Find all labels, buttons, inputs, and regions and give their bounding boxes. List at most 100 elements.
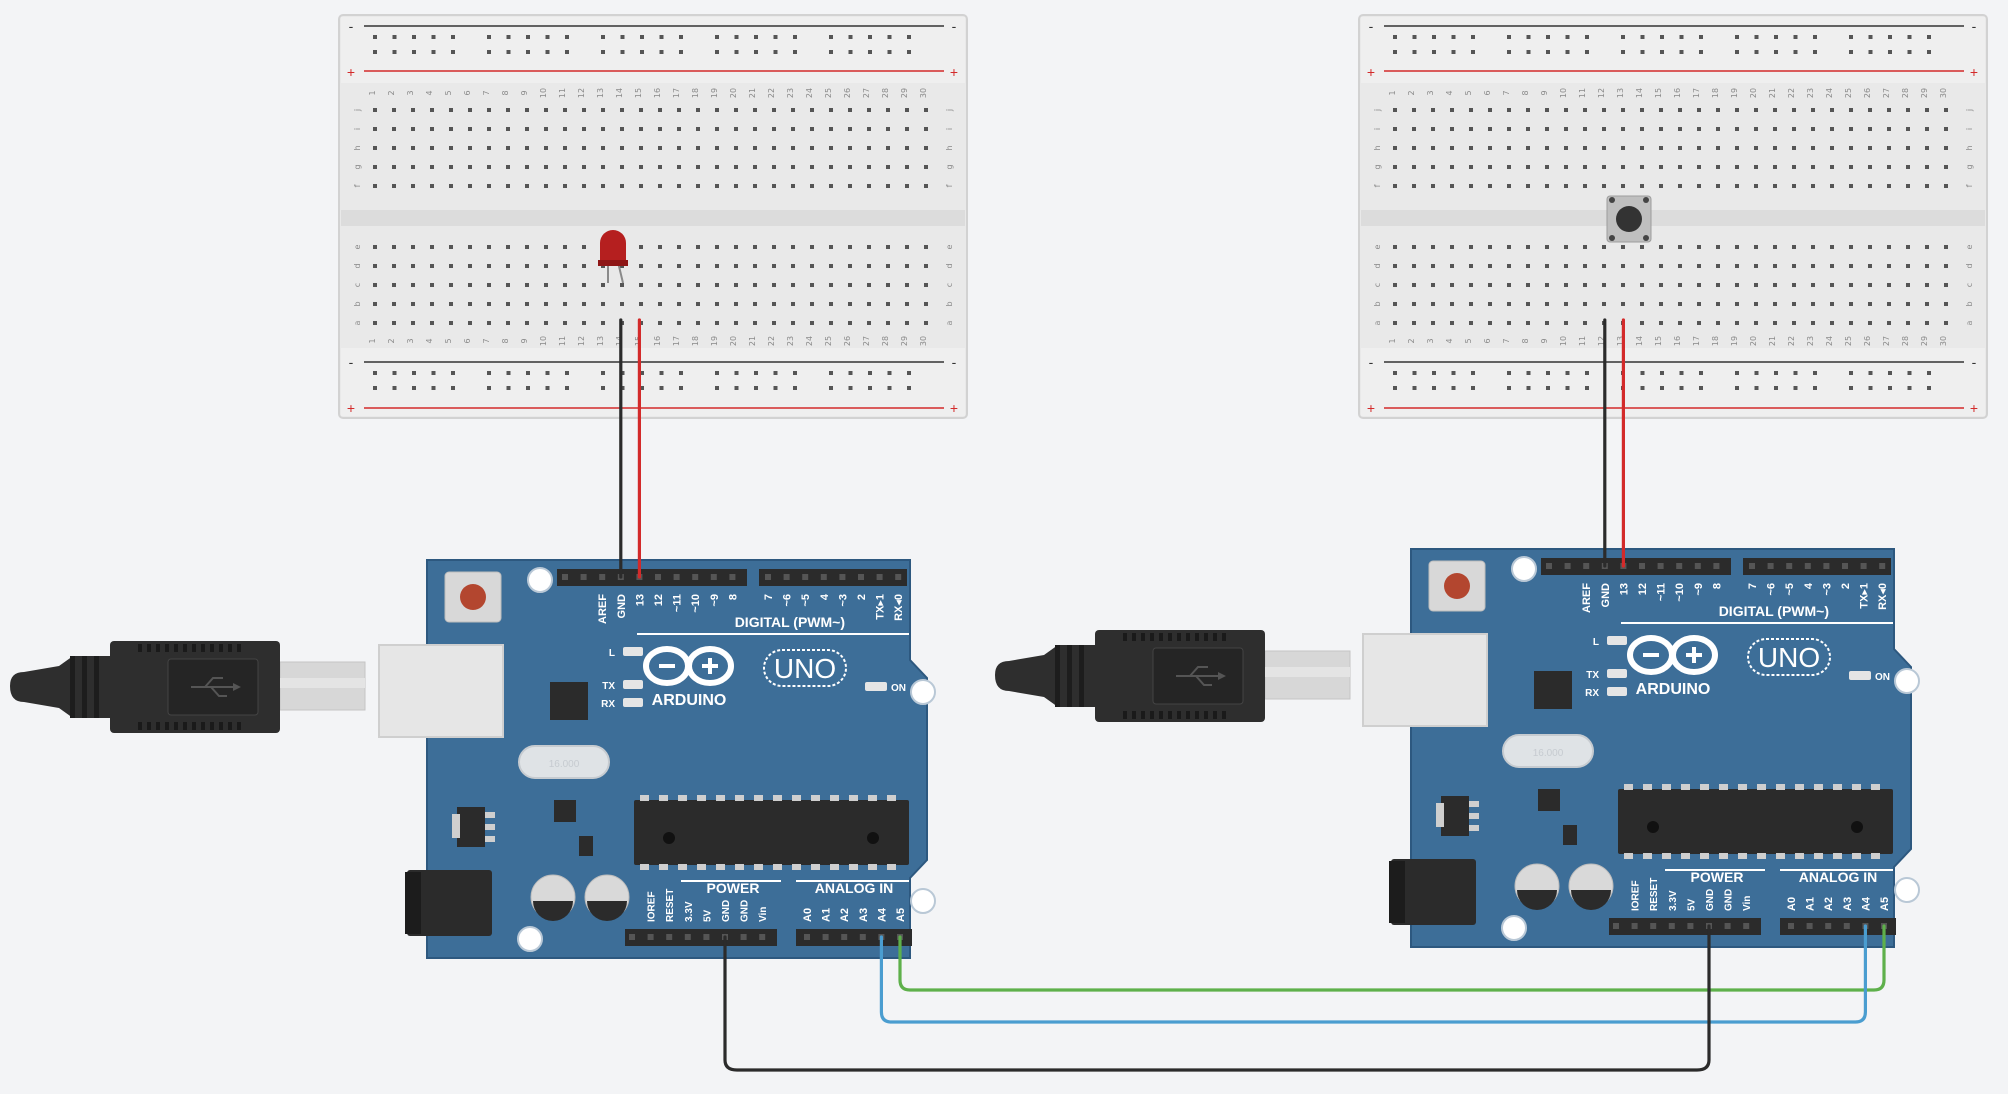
rail-hole[interactable] bbox=[506, 386, 511, 390]
terminal-hole[interactable] bbox=[810, 127, 814, 131]
terminal-hole[interactable] bbox=[1431, 321, 1435, 325]
terminal-hole[interactable] bbox=[1640, 184, 1644, 188]
header-pin[interactable] bbox=[1879, 563, 1886, 569]
terminal-hole[interactable] bbox=[1925, 245, 1929, 249]
terminal-hole[interactable] bbox=[1488, 264, 1492, 268]
rail-hole[interactable] bbox=[526, 386, 530, 390]
rail-hole[interactable] bbox=[565, 50, 569, 54]
rail-hole[interactable] bbox=[1679, 35, 1684, 39]
rail-hole[interactable] bbox=[868, 386, 872, 390]
terminal-hole[interactable] bbox=[1621, 302, 1625, 306]
terminal-hole[interactable] bbox=[1735, 108, 1739, 112]
rail-hole[interactable] bbox=[1849, 35, 1853, 39]
terminal-hole[interactable] bbox=[1583, 264, 1587, 268]
terminal-hole[interactable] bbox=[677, 321, 681, 325]
rail-hole[interactable] bbox=[1735, 386, 1739, 390]
rail-hole[interactable] bbox=[829, 386, 833, 390]
terminal-hole[interactable] bbox=[848, 283, 852, 287]
rail-hole[interactable] bbox=[545, 50, 550, 54]
terminal-hole[interactable] bbox=[1716, 108, 1720, 112]
terminal-hole[interactable] bbox=[905, 264, 909, 268]
terminal-hole[interactable] bbox=[563, 283, 567, 287]
terminal-hole[interactable] bbox=[1697, 264, 1701, 268]
breadboard-left[interactable]: ----++++11223344556677889910101111121213… bbox=[338, 14, 968, 419]
terminal-hole[interactable] bbox=[1830, 245, 1834, 249]
rail-hole[interactable] bbox=[1526, 386, 1531, 390]
terminal-hole[interactable] bbox=[753, 321, 757, 325]
terminal-hole[interactable] bbox=[1868, 245, 1872, 249]
wire-sda[interactable] bbox=[879, 924, 1867, 1024]
terminal-hole[interactable] bbox=[468, 264, 472, 268]
rail-hole[interactable] bbox=[793, 50, 797, 54]
terminal-hole[interactable] bbox=[1716, 302, 1720, 306]
terminal-hole[interactable] bbox=[1849, 321, 1853, 325]
terminal-hole[interactable] bbox=[1792, 108, 1796, 112]
terminal-hole[interactable] bbox=[1868, 321, 1872, 325]
terminal-hole[interactable] bbox=[1621, 165, 1625, 169]
terminal-hole[interactable] bbox=[734, 302, 738, 306]
terminal-hole[interactable] bbox=[1868, 302, 1872, 306]
header-pin[interactable] bbox=[580, 574, 587, 580]
rail-hole[interactable] bbox=[715, 386, 719, 390]
rail-hole[interactable] bbox=[545, 386, 550, 390]
terminal-hole[interactable] bbox=[696, 127, 700, 131]
terminal-hole[interactable] bbox=[582, 108, 586, 112]
terminal-hole[interactable] bbox=[753, 302, 757, 306]
terminal-hole[interactable] bbox=[1507, 302, 1511, 306]
rail-hole[interactable] bbox=[1660, 50, 1664, 54]
rail-hole[interactable] bbox=[887, 35, 892, 39]
terminal-hole[interactable] bbox=[1887, 165, 1891, 169]
header-pin[interactable] bbox=[1564, 563, 1571, 569]
rail-hole[interactable] bbox=[1679, 371, 1684, 375]
terminal-hole[interactable] bbox=[1887, 321, 1891, 325]
terminal-hole[interactable] bbox=[829, 108, 833, 112]
rail-hole[interactable] bbox=[601, 50, 605, 54]
rail-hole[interactable] bbox=[1546, 386, 1550, 390]
rail-hole[interactable] bbox=[1640, 371, 1645, 375]
rail-hole[interactable] bbox=[1888, 35, 1892, 39]
terminal-hole[interactable] bbox=[1887, 146, 1891, 150]
rail-hole[interactable] bbox=[773, 35, 778, 39]
rail-hole[interactable] bbox=[487, 35, 491, 39]
rail-hole[interactable] bbox=[754, 371, 758, 375]
terminal-hole[interactable] bbox=[1773, 302, 1777, 306]
rail-hole[interactable] bbox=[412, 386, 416, 390]
terminal-hole[interactable] bbox=[601, 108, 605, 112]
header-pin[interactable] bbox=[1860, 563, 1867, 569]
header-pin[interactable] bbox=[1786, 563, 1793, 569]
rail-hole[interactable] bbox=[829, 371, 833, 375]
rail-hole[interactable] bbox=[1754, 35, 1759, 39]
terminal-hole[interactable] bbox=[373, 321, 377, 325]
terminal-hole[interactable] bbox=[1640, 321, 1644, 325]
terminal-hole[interactable] bbox=[1602, 108, 1606, 112]
terminal-hole[interactable] bbox=[1944, 165, 1948, 169]
header-pin[interactable] bbox=[895, 574, 902, 580]
header-pin[interactable] bbox=[1583, 563, 1590, 569]
terminal-hole[interactable] bbox=[1488, 302, 1492, 306]
terminal-hole[interactable] bbox=[392, 321, 396, 325]
terminal-hole[interactable] bbox=[886, 264, 890, 268]
terminal-hole[interactable] bbox=[1393, 165, 1397, 169]
terminal-hole[interactable] bbox=[734, 283, 738, 287]
terminal-hole[interactable] bbox=[696, 108, 700, 112]
terminal-hole[interactable] bbox=[772, 321, 776, 325]
terminal-hole[interactable] bbox=[525, 184, 529, 188]
terminal-hole[interactable] bbox=[582, 283, 586, 287]
header-pin[interactable] bbox=[1724, 923, 1731, 929]
rail-hole[interactable] bbox=[373, 371, 377, 375]
rail-hole[interactable] bbox=[734, 50, 739, 54]
terminal-hole[interactable] bbox=[791, 146, 795, 150]
terminal-hole[interactable] bbox=[772, 165, 776, 169]
terminal-hole[interactable] bbox=[1564, 245, 1568, 249]
terminal-hole[interactable] bbox=[753, 127, 757, 131]
terminal-hole[interactable] bbox=[1545, 165, 1549, 169]
terminal-hole[interactable] bbox=[1431, 146, 1435, 150]
terminal-hole[interactable] bbox=[1830, 283, 1834, 287]
terminal-hole[interactable] bbox=[487, 127, 491, 131]
rail-hole[interactable] bbox=[907, 50, 911, 54]
rail-hole[interactable] bbox=[1451, 35, 1456, 39]
terminal-hole[interactable] bbox=[1868, 184, 1872, 188]
header-pin[interactable] bbox=[759, 934, 766, 940]
terminal-hole[interactable] bbox=[1906, 264, 1910, 268]
terminal-hole[interactable] bbox=[544, 245, 548, 249]
